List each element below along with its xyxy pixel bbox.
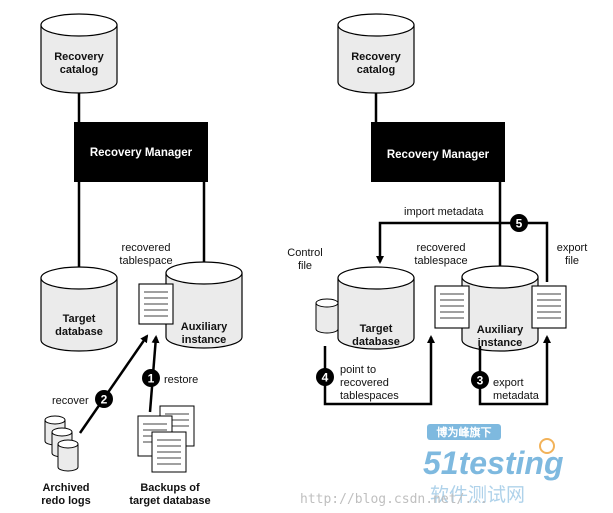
step-1-number: 1 [148, 372, 155, 386]
recovery-manager-label: Recovery Manager [90, 147, 193, 159]
recovery-manager-box-right: Recovery Manager [371, 122, 505, 182]
recover-label: recover [52, 395, 89, 407]
recovered-tablespace-right-label-2: tablespace [414, 255, 467, 267]
auxiliary-instance-label-1: Auxiliary [181, 321, 228, 333]
target-database-cylinder-right: Target database [337, 266, 415, 350]
step-4-badge: 4 [316, 368, 334, 386]
watermark-brand: 51testing [423, 445, 563, 481]
step-4-label-1: point to [340, 364, 376, 376]
recovered-tablespace-document [138, 283, 174, 325]
backups-label-1: Backups of [140, 482, 200, 494]
archived-redo-logs-icon [44, 415, 79, 472]
import-metadata-label: import metadata [404, 206, 484, 218]
watermark-cn: 软件测试网 [430, 484, 525, 506]
control-file-label-1: Control [287, 247, 322, 259]
target-database-cylinder: Target database [40, 266, 118, 352]
auxiliary-instance-label-2: instance [182, 334, 227, 346]
target-database-label-1: Target [63, 313, 96, 325]
archived-redo-logs-label-1: Archived [42, 482, 89, 494]
auxiliary-instance-cylinder: Auxiliary instance [165, 261, 243, 349]
import-metadata-arrow [376, 221, 549, 282]
step-4-label-2: recovered [340, 377, 389, 389]
recovery-catalog-label-2: catalog [60, 64, 99, 76]
step-4-number: 4 [322, 371, 329, 385]
recovery-catalog-cylinder: Recovery catalog [40, 13, 118, 94]
control-file-label-2: file [298, 260, 312, 272]
recover-arrow [78, 334, 149, 434]
backups-documents-icon [137, 405, 195, 473]
left-diagram: Recovery catalog Recovery Manager Target… [40, 13, 243, 507]
archived-redo-logs-label-2: redo logs [41, 495, 91, 507]
watermark-bulb-icon [539, 438, 555, 454]
target-database-right-label-1: Target [360, 323, 393, 335]
recovered-tablespace-document-right [434, 285, 470, 329]
recovery-manager-box: Recovery Manager [74, 122, 208, 182]
target-database-label-2: database [55, 326, 103, 338]
watermark-url: http://blog.csdn.net/... [300, 492, 488, 507]
recovery-catalog-label-1: Recovery [54, 51, 104, 63]
step-2-badge: 2 [95, 390, 113, 408]
watermark-badge [427, 424, 501, 440]
step-4-label-3: tablespaces [340, 390, 399, 402]
export-file-label-1: export [557, 242, 588, 254]
watermark: 博为峰旗下 51testing 软件测试网 http://blog.csdn.n… [300, 424, 563, 507]
recovery-catalog-right-label-1: Recovery [351, 51, 401, 63]
auxiliary-instance-cylinder-right: Auxiliary instance [461, 265, 539, 352]
auxiliary-instance-right-label-2: instance [478, 337, 523, 349]
step-1-badge: 1 [142, 369, 160, 387]
step-5-badge: 5 [510, 214, 528, 232]
right-diagram: Recovery catalog Recovery Manager 5 impo… [287, 13, 588, 406]
step-2-number: 2 [101, 393, 108, 407]
recovery-manager-right-label: Recovery Manager [387, 149, 490, 161]
target-database-right-label-2: database [352, 336, 400, 348]
export-file-label-2: file [565, 255, 579, 267]
recovery-catalog-right-label-2: catalog [357, 64, 396, 76]
recovery-catalog-cylinder-right: Recovery catalog [337, 13, 415, 94]
step-3-label-1: export [493, 377, 524, 389]
step-3-badge: 3 [471, 371, 489, 389]
auxiliary-instance-right-label-1: Auxiliary [477, 324, 524, 336]
step-5-number: 5 [516, 217, 523, 231]
restore-label: restore [164, 374, 198, 386]
control-file-cylinder [315, 298, 339, 334]
recovered-tablespace-right-label-1: recovered [417, 242, 466, 254]
backups-label-2: target database [129, 495, 210, 507]
step-3-number: 3 [477, 374, 484, 388]
export-file-document [531, 285, 567, 329]
step-3-label-2: metadata [493, 390, 540, 402]
recovered-tablespace-label-1: recovered [122, 242, 171, 254]
recovered-tablespace-label-2: tablespace [119, 255, 172, 267]
watermark-badge-text: 博为峰旗下 [437, 425, 492, 439]
